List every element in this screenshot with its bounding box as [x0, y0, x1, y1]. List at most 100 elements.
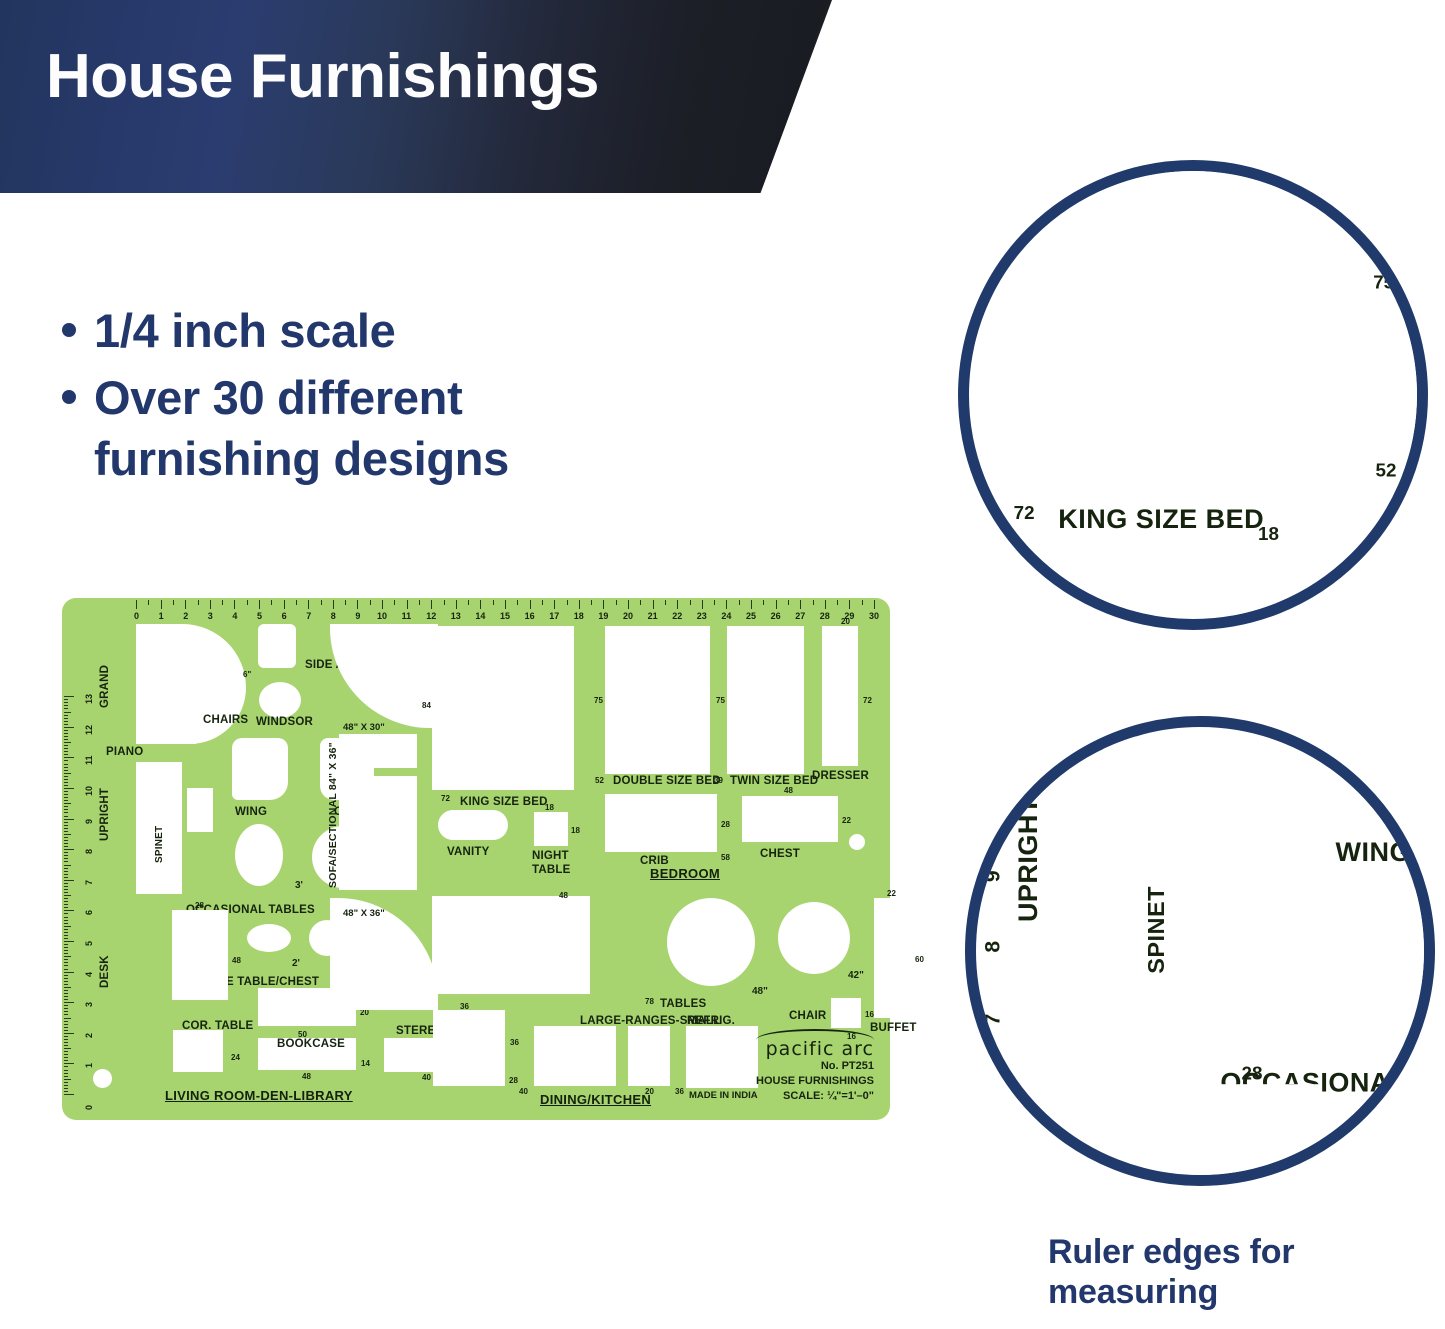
- ruler-tick: [357, 600, 359, 609]
- ruler-tick: [849, 600, 851, 609]
- cutout-double-size-bed: [605, 626, 710, 774]
- cutout-sofa-48x30: [339, 734, 417, 768]
- ruler-tick: [160, 600, 162, 609]
- ruler-tick-mm: [64, 812, 68, 814]
- ruler-tick-half: [664, 600, 666, 605]
- ruler-number: 15: [500, 611, 511, 621]
- ruler-number: 29: [844, 611, 855, 621]
- label-sofa-sectional: SOFA/SECTIONAL 84" X 36": [327, 742, 339, 888]
- label-king-size-bed: KING SIZE BED: [1058, 507, 1265, 536]
- label-buffet: BUFFET: [870, 1022, 917, 1034]
- ruler-tick-mm: [64, 1038, 68, 1040]
- ruler-tick-mm: [64, 742, 71, 744]
- ruler-tick-half: [492, 600, 494, 605]
- dim-desk-28: 28: [195, 901, 204, 910]
- dim-range-20: 20: [645, 1087, 654, 1096]
- dim-range-36b: 36: [510, 1038, 519, 1047]
- feature-bullet-list: 1/4 inch scale Over 30 different furnish…: [62, 300, 672, 495]
- ruler-number: 28: [819, 611, 830, 621]
- ruler-tick: [603, 600, 605, 609]
- ruler-number: 9: [84, 818, 94, 824]
- label-king-size-bed: KING SIZE BED: [460, 796, 548, 808]
- dim-night-18a: 18: [545, 803, 554, 812]
- ruler-tick: [209, 600, 211, 609]
- ruler-tick-mm: [64, 1051, 68, 1053]
- dim-bookcase-48: 48: [302, 1072, 311, 1081]
- dim-desk-28: 28: [1241, 1063, 1263, 1085]
- cutout-round-table-42: [778, 902, 850, 974]
- ruler-tick-half: [615, 600, 617, 605]
- ruler-tick-mm: [64, 833, 71, 835]
- ruler-number: 9: [355, 611, 361, 621]
- punch-hole: [93, 1069, 112, 1088]
- ruler-tick: [800, 600, 802, 609]
- cutout-dresser: [822, 626, 858, 766]
- ruler-tick-mm: [64, 959, 68, 961]
- cutout-side-arm-chair: [258, 624, 296, 668]
- ruler-tick-half: [369, 600, 371, 605]
- ruler-tick-mm: [64, 888, 68, 890]
- ruler-tick-mm: [64, 1005, 68, 1007]
- ruler-tick-mm: [64, 711, 71, 713]
- ruler-tick-half: [222, 600, 224, 605]
- ruler-tick-mm: [64, 1020, 68, 1022]
- ruler-number: 7: [84, 879, 94, 885]
- ruler-number: 11: [84, 755, 94, 766]
- ruler-tick-mm: [64, 1054, 68, 1056]
- label-wing: WING: [235, 806, 268, 818]
- ruler-tick-mm: [64, 931, 68, 933]
- ruler-number: 7: [306, 611, 312, 621]
- dim-dining-48: 48: [559, 891, 568, 900]
- ruler-tick-mm: [64, 745, 68, 747]
- dim-coffee-20: 20: [360, 1008, 369, 1017]
- brand-product-kind: HOUSE FURNISHINGS: [756, 1075, 874, 1088]
- ruler-tick-mm: [64, 781, 68, 783]
- ruler-number: 11: [401, 611, 412, 621]
- label-desk: DESK: [99, 955, 111, 988]
- cutout-king-size-bed: [432, 626, 574, 790]
- ruler-tick-half: [689, 600, 691, 605]
- dim-bookcase-50: 50: [298, 1030, 307, 1039]
- ruler-tick-mm: [64, 766, 68, 768]
- cutout-desk: [1187, 1084, 1320, 1175]
- ruler-tick-mm: [64, 965, 68, 967]
- ruler-tick-half: [738, 600, 740, 605]
- dim-crib-58: 58: [721, 853, 730, 862]
- ruler-tick-mm: [64, 1026, 68, 1028]
- ruler-number: 4: [84, 971, 94, 977]
- ruler-number: 18: [573, 611, 584, 621]
- ruler-tick-mm: [64, 861, 68, 863]
- ruler-number: 3: [207, 611, 213, 621]
- ruler-tick: [259, 600, 260, 609]
- ruler-tick-mm: [64, 1081, 68, 1083]
- ruler-number: 12: [84, 724, 94, 735]
- ruler-tick-half: [787, 600, 789, 605]
- dim-two-feet: 2': [292, 958, 300, 969]
- ruler-tick-mm: [64, 769, 68, 771]
- ruler-tick-mm: [64, 1045, 68, 1047]
- ruler-tick-mm: [64, 748, 68, 750]
- ruler-number: 13: [84, 694, 94, 705]
- ruler-tick-mm: [64, 735, 68, 737]
- bullet-dot-icon: [62, 390, 76, 405]
- cutout-chair-dining: [831, 998, 861, 1028]
- ruler-tick-mm: [64, 1029, 68, 1031]
- ruler-tick-mm: [64, 723, 68, 725]
- dim-stereo-40: 40: [422, 1073, 431, 1082]
- ruler-tick-mm: [64, 843, 68, 845]
- ruler-number: 5: [84, 940, 94, 946]
- ruler-tick-mm: [64, 821, 68, 823]
- dim-twin-39: 39: [714, 776, 723, 785]
- ruler-tick-mm: [64, 867, 68, 869]
- ruler-number: 1: [84, 1063, 94, 1069]
- ruler-tick-mm: [64, 993, 68, 995]
- ruler-tick-mm: [64, 1072, 68, 1074]
- ruler-tick-half: [812, 600, 814, 605]
- dim-night-18b: 18: [571, 826, 580, 835]
- ruler-number: 23: [696, 611, 707, 621]
- section-label-living-room: LIVING ROOM-DEN-LIBRARY: [165, 1088, 353, 1103]
- dim-chest-48: 48: [784, 786, 793, 795]
- dim-desk-48: 48: [232, 956, 241, 965]
- ruler-tick-mm: [64, 800, 68, 802]
- caption-ruler-edges: Ruler edges for measuring: [1048, 1233, 1295, 1312]
